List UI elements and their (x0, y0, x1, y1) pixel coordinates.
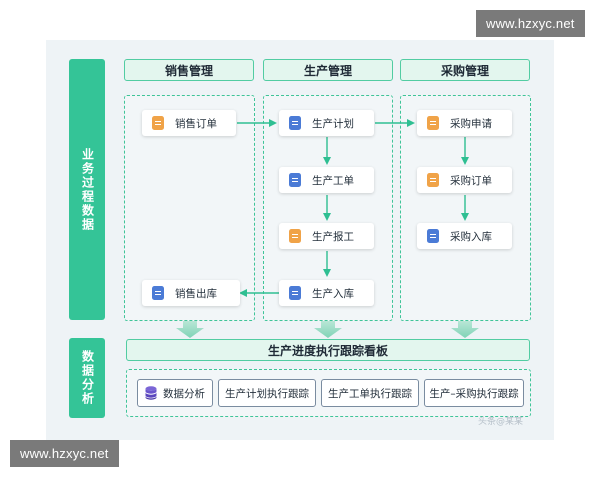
tool-label: 生产计划执行跟踪 (225, 387, 309, 400)
node-label: 采购订单 (450, 174, 492, 187)
production-management-header: 生产管理 (263, 59, 393, 81)
data-analysis-label: 数据分析 (69, 338, 105, 418)
document-icon (427, 173, 439, 187)
tool-production-plan-tracking[interactable]: 生产计划执行跟踪 (218, 379, 316, 407)
database-icon (145, 386, 157, 400)
purchase-management-header: 采购管理 (400, 59, 530, 81)
node-production-plan[interactable]: 生产计划 (279, 110, 374, 136)
document-icon (289, 229, 301, 243)
document-icon (152, 116, 164, 130)
node-production-inbound[interactable]: 生产入库 (279, 280, 374, 306)
node-sales-order[interactable]: 销售订单 (142, 110, 236, 136)
tool-data-analysis[interactable]: 数据分析 (137, 379, 213, 407)
document-icon (427, 229, 439, 243)
node-label: 销售出库 (175, 287, 217, 300)
sales-management-header: 销售管理 (124, 59, 254, 81)
node-label: 生产入库 (312, 287, 354, 300)
node-label: 生产报工 (312, 230, 354, 243)
watermark-top-right: www.hzxyc.net (476, 10, 585, 37)
node-purchase-order[interactable]: 采购订单 (417, 167, 512, 193)
node-purchase-inbound[interactable]: 采购入库 (417, 223, 512, 249)
node-production-work-order[interactable]: 生产工单 (279, 167, 374, 193)
tool-label: 数据分析 (163, 387, 205, 400)
node-label: 采购入库 (450, 230, 492, 243)
node-purchase-request[interactable]: 采购申请 (417, 110, 512, 136)
document-icon (289, 286, 301, 300)
document-icon (289, 116, 301, 130)
source-credit: 头条@某某 (478, 417, 524, 427)
tool-label: 生产工单执行跟踪 (328, 387, 412, 400)
tool-label: 生产–采购执行跟踪 (429, 387, 519, 400)
node-sales-outbound[interactable]: 销售出库 (142, 280, 240, 306)
watermark-bottom-left: www.hzxyc.net (10, 440, 119, 467)
node-label: 生产计划 (312, 117, 354, 130)
document-icon (152, 286, 164, 300)
production-progress-dashboard: 生产进度执行跟踪看板 (126, 339, 530, 361)
tool-production-purchase-tracking[interactable]: 生产–采购执行跟踪 (424, 379, 524, 407)
tool-work-order-tracking[interactable]: 生产工单执行跟踪 (321, 379, 419, 407)
business-process-data-label: 业务过程数据 (69, 59, 105, 320)
node-production-report[interactable]: 生产报工 (279, 223, 374, 249)
node-label: 销售订单 (175, 117, 217, 130)
document-icon (289, 173, 301, 187)
node-label: 生产工单 (312, 174, 354, 187)
document-icon (427, 116, 439, 130)
node-label: 采购申请 (450, 117, 492, 130)
